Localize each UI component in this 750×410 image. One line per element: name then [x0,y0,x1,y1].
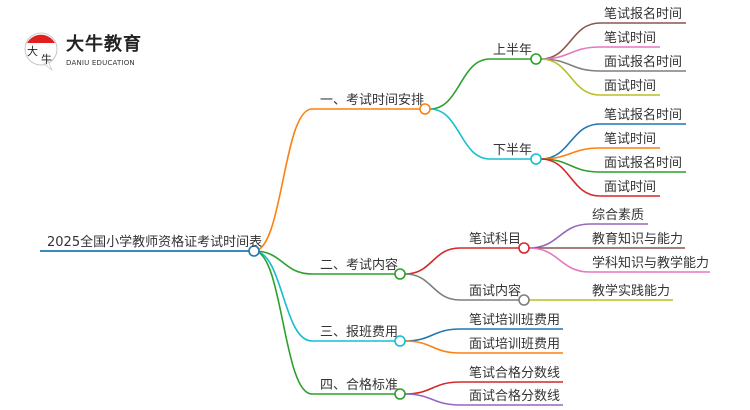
branch-content-label[interactable]: 二、考试内容 [320,258,399,273]
leaf-written-training-fee[interactable]: 笔试培训班费用 [469,313,561,328]
branch-edge [253,250,395,275]
second-half-label[interactable]: 下半年 [493,143,533,158]
branch-standard-node[interactable] [394,388,406,400]
branch-content-node[interactable] [394,268,406,280]
root-node-label[interactable]: 2025全国小学教师资格证考试时间表 [47,235,263,250]
interview-content-node[interactable] [518,294,530,306]
leaf-edge [540,46,660,60]
logo-mark-icon: 大 牛 [24,32,58,71]
leaf-education-knowledge[interactable]: 教育知识与能力 [592,232,684,247]
leaf-edge [404,328,563,342]
leaf-h2-written-registration[interactable]: 笔试报名时间 [604,108,683,123]
leaf-written-pass-score[interactable]: 笔试合格分数线 [469,366,561,381]
leaf-edge [404,340,563,354]
sub-edge [404,273,519,301]
leaf-h2-interview-date[interactable]: 面试时间 [604,180,657,195]
leaf-teaching-practice[interactable]: 教学实践能力 [592,284,671,299]
branch-schedule-label[interactable]: 一、考试时间安排 [320,93,425,108]
leaf-h1-interview-date[interactable]: 面试时间 [604,79,657,94]
logo-subtitle: DANIU EDUCATION [66,59,135,67]
first-half-node[interactable] [530,53,542,65]
leaf-edge [528,247,710,273]
leaf-edge [404,393,563,406]
sub-edge [404,247,519,275]
written-subjects-label[interactable]: 笔试科目 [469,232,522,247]
leaf-h1-written-date[interactable]: 笔试时间 [604,31,657,46]
branch-edge [253,108,420,252]
leaf-edge [540,147,660,160]
leaf-interview-pass-score[interactable]: 面试合格分数线 [469,389,561,404]
interview-content-label[interactable]: 面试内容 [469,284,522,299]
leaf-h1-written-registration[interactable]: 笔试报名时间 [604,7,683,22]
branch-edge [253,250,395,395]
branch-fees-node[interactable] [394,335,406,347]
svg-text:大: 大 [27,44,38,58]
leaf-edge [540,22,686,60]
leaf-edge [540,58,686,72]
branch-schedule-node[interactable] [419,103,431,115]
branch-standard-label[interactable]: 四、合格标准 [320,378,399,393]
leaf-comprehensive-quality[interactable]: 综合素质 [592,208,645,223]
sub-edge [429,108,531,160]
leaf-h2-written-date[interactable]: 笔试时间 [604,132,657,147]
branch-edge [253,250,395,342]
written-subjects-node[interactable] [518,242,530,254]
leaf-subject-knowledge[interactable]: 学科知识与教学能力 [592,256,710,271]
svg-text:牛: 牛 [41,52,52,66]
leaf-edge [540,123,686,160]
second-half-node[interactable] [530,153,542,165]
leaf-interview-training-fee[interactable]: 面试培训班费用 [469,337,561,352]
leaf-edge [528,223,648,249]
logo: 大 牛 [22,30,64,72]
branch-fees-label[interactable]: 三、报班费用 [320,325,399,340]
sub-edge [429,58,531,110]
leaf-edge [540,158,660,197]
leaf-edge [540,58,660,96]
leaf-edge [540,158,686,173]
logo-name: 大牛教育 [66,34,142,55]
root-node-toggle[interactable] [248,245,260,257]
first-half-label[interactable]: 上半年 [493,43,533,58]
leaf-h2-interview-registration[interactable]: 面试报名时间 [604,156,683,171]
leaf-h1-interview-registration[interactable]: 面试报名时间 [604,55,683,70]
